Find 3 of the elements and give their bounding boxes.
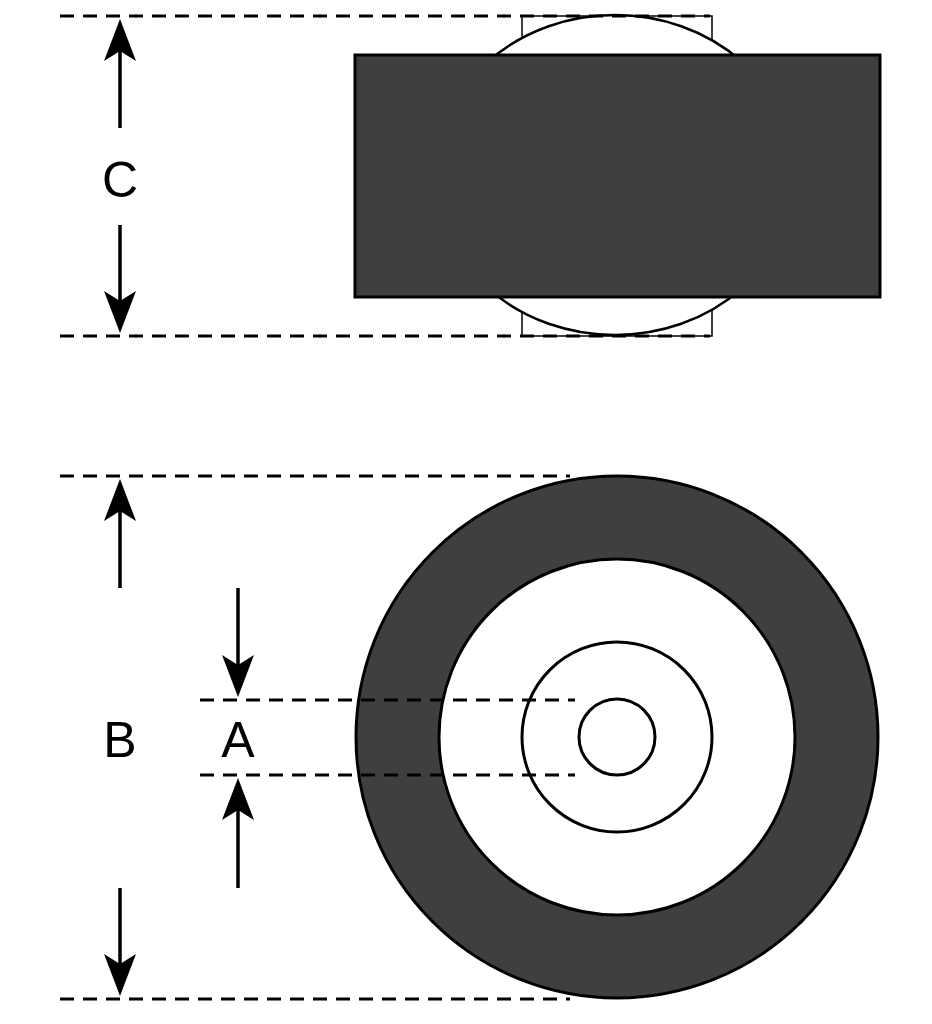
dimension-label: B [103,715,137,765]
dimension-label: C [101,155,139,205]
dimension-label: A [221,715,255,765]
